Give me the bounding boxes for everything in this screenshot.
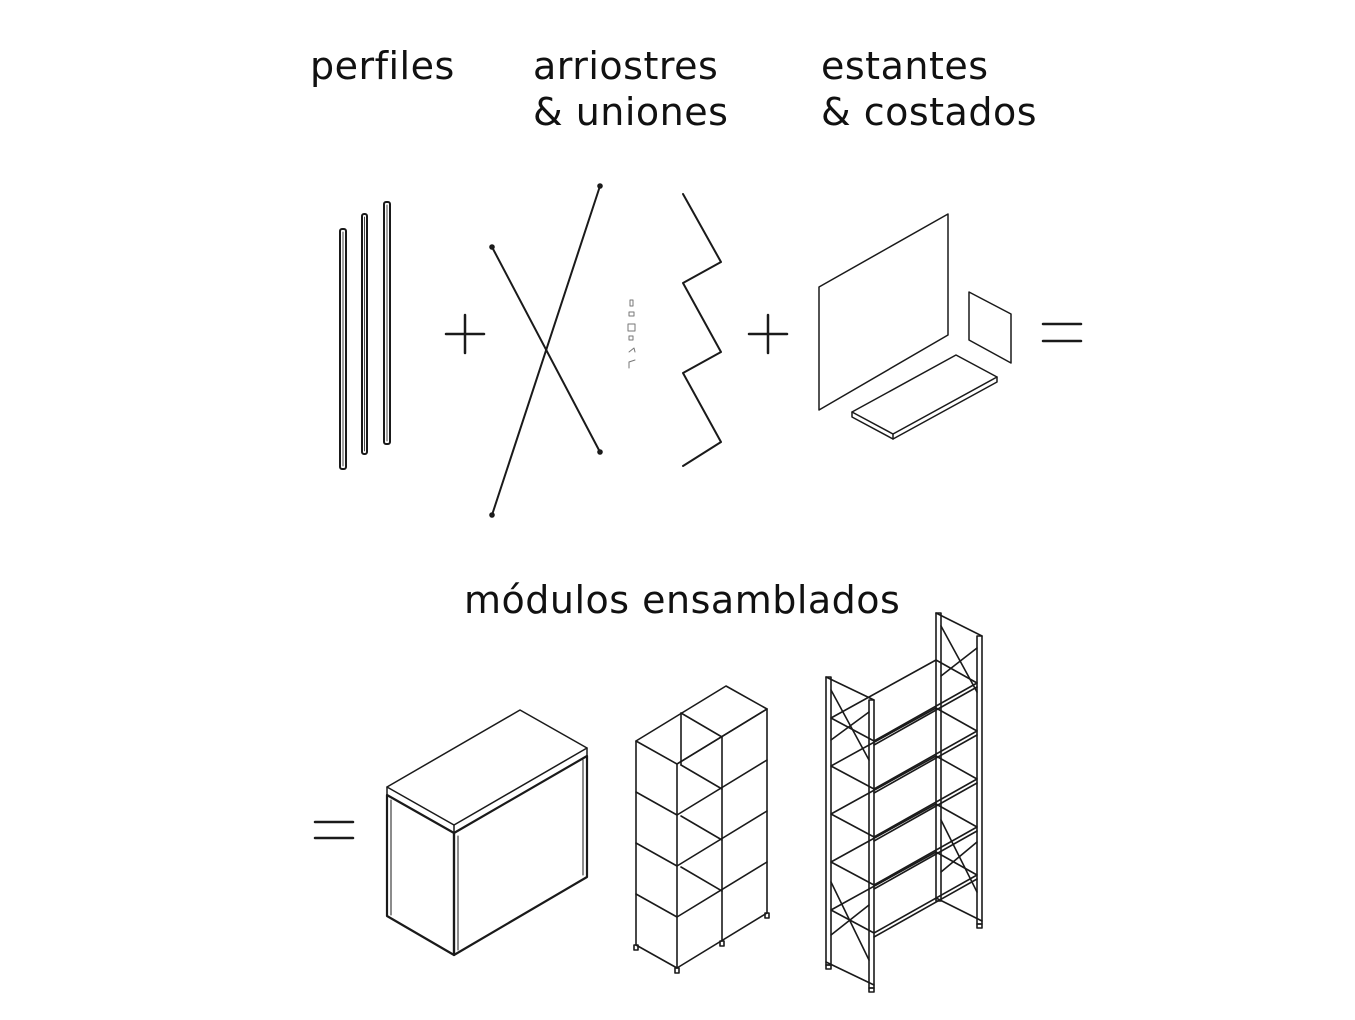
small-connectors xyxy=(627,299,636,369)
side-panel-large xyxy=(818,213,949,411)
label-modulos-text: módulos ensamblados xyxy=(464,578,901,622)
label-arriostres-uniones: arriostres & uniones xyxy=(533,43,728,135)
plus-operator-2 xyxy=(747,313,789,355)
label-perfiles-text: perfiles xyxy=(310,44,455,88)
profiles-illustration xyxy=(339,201,391,470)
label-arriostres-line2: & uniones xyxy=(533,90,729,134)
label-arriostres-line1: arriostres xyxy=(533,44,719,88)
assembled-cabinet xyxy=(385,709,589,957)
plus-operator-1 xyxy=(444,313,486,355)
profile-bar xyxy=(339,228,347,470)
profile-bar xyxy=(383,201,391,445)
label-estantes-line2: & costados xyxy=(821,90,1038,134)
assembled-cube-shelf xyxy=(633,685,770,974)
side-panel-small xyxy=(968,291,1012,364)
label-estantes-line1: estantes xyxy=(821,44,989,88)
shelf-panel xyxy=(851,354,998,440)
equals-operator-2 xyxy=(313,820,355,840)
label-perfiles: perfiles xyxy=(310,43,455,89)
label-estantes-costados: estantes & costados xyxy=(821,43,1037,135)
assembled-open-shelving xyxy=(825,612,983,993)
cross-bracing xyxy=(489,183,603,518)
profile-bar xyxy=(361,213,368,455)
label-modulos-ensamblados: módulos ensamblados xyxy=(464,577,900,623)
equals-operator-1 xyxy=(1041,322,1083,343)
zigzag-bracing xyxy=(682,193,722,467)
